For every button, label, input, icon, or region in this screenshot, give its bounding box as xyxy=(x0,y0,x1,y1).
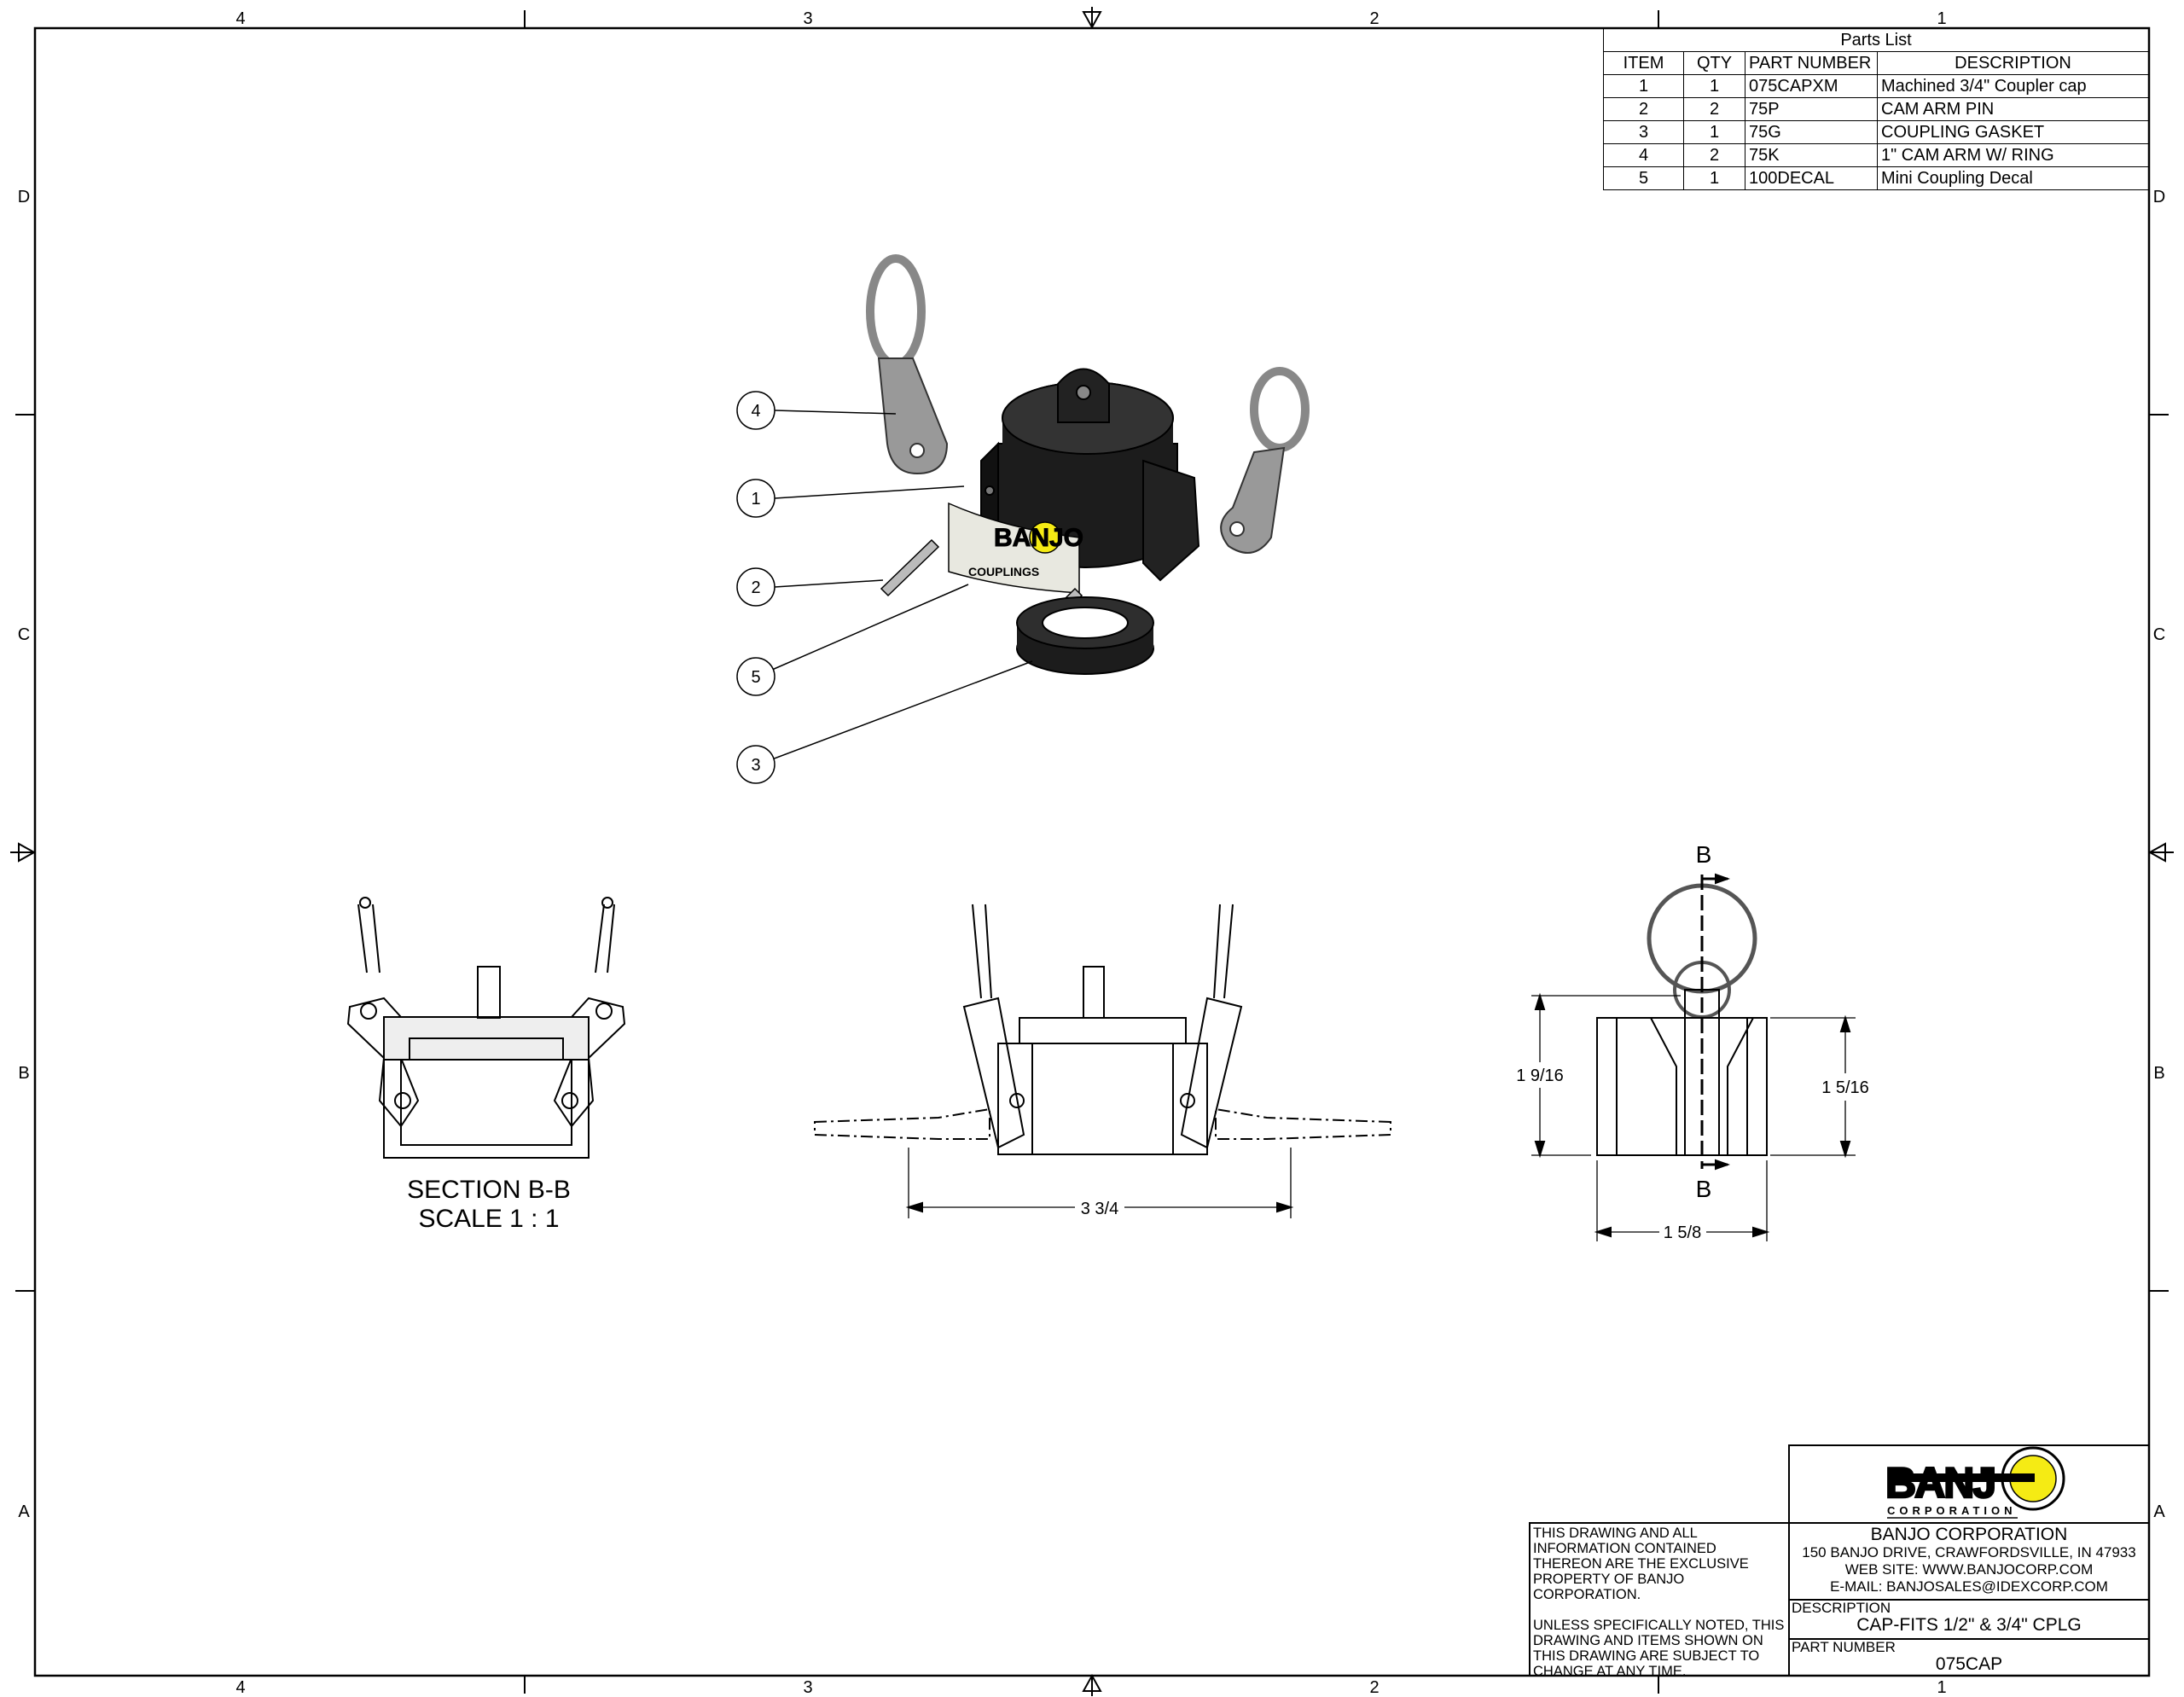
description-box: DESCRIPTION CAP-FITS 1/2" & 3/4" CPLG xyxy=(1788,1599,2150,1640)
svg-text:4: 4 xyxy=(751,402,760,421)
part-number-label: PART NUMBER xyxy=(1792,1639,1896,1655)
svg-text:BANJ: BANJ xyxy=(1885,1459,1995,1507)
side-view xyxy=(1531,873,1856,1241)
section-mark-top: B xyxy=(1696,841,1712,868)
zone-row-c-left: C xyxy=(18,625,30,644)
change-note: UNLESS SPECIFICALLY NOTED, THIS DRAWING … xyxy=(1533,1618,1785,1679)
header-description: DESCRIPTION xyxy=(1877,51,2149,75)
company-name: BANJO CORPORATION xyxy=(1870,1525,2068,1544)
decal-logo-text: BANJO xyxy=(994,524,1083,552)
svg-text:2: 2 xyxy=(751,578,760,597)
balloon-1: 1 xyxy=(736,479,775,518)
zone-row-a-right: A xyxy=(2153,1502,2165,1521)
zone-row-d-left: D xyxy=(18,188,30,206)
description-value: CAP-FITS 1/2" & 3/4" CPLG xyxy=(1856,1615,2082,1635)
dimension-body-height: 1 5/16 xyxy=(1821,1078,1869,1097)
cell-qty: 2 xyxy=(1683,97,1745,121)
cell-part-number: 75K xyxy=(1745,143,1878,167)
zone-col-2-top: 2 xyxy=(1369,9,1379,28)
cell-part-number: 75P xyxy=(1745,97,1878,121)
sheet-border xyxy=(33,26,2151,1677)
banjo-logo: BANJ CORPORATION xyxy=(1885,1446,2065,1519)
cell-qty: 2 xyxy=(1683,143,1745,167)
zone-ticks xyxy=(10,7,2174,1696)
cell-item: 5 xyxy=(1603,166,1684,190)
company-info-box: BANJO CORPORATION 150 BANJO DRIVE, CRAWF… xyxy=(1788,1522,2150,1601)
zone-col-1-bottom: 1 xyxy=(1937,1678,1946,1697)
cell-description: COUPLING GASKET xyxy=(1877,120,2149,144)
zone-col-4-bottom: 4 xyxy=(235,1678,245,1697)
dimension-side-width: 1 5/8 xyxy=(1664,1223,1701,1242)
parts-list-header: ITEM QTY PART NUMBER DESCRIPTION xyxy=(1603,51,2149,75)
zone-col-3-bottom: 3 xyxy=(803,1678,812,1697)
zone-col-1-top: 1 xyxy=(1937,9,1946,28)
section-scale: SCALE 1 : 1 xyxy=(418,1205,559,1233)
parts-list-table: Parts List ITEM QTY PART NUMBER DESCRIPT… xyxy=(1603,28,2149,190)
dimension-overall-height: 1 9/16 xyxy=(1516,1066,1564,1085)
svg-text:CORPORATION: CORPORATION xyxy=(1887,1504,2017,1517)
cell-part-number: 075CAPXM xyxy=(1745,74,1878,98)
company-address: 150 BANJO DRIVE, CRAWFORDSVILLE, IN 4793… xyxy=(1802,1544,2136,1560)
cell-description: Machined 3/4" Coupler cap xyxy=(1877,74,2149,98)
cell-item: 1 xyxy=(1603,74,1684,98)
zone-row-d-right: D xyxy=(2153,188,2165,206)
zone-col-2-bottom: 2 xyxy=(1369,1678,1379,1697)
header-part-number: PART NUMBER xyxy=(1745,51,1878,75)
cell-description: 1" CAM ARM W/ RING xyxy=(1877,143,2149,167)
section-mark-bottom: B xyxy=(1696,1176,1712,1202)
section-title: SECTION B-B xyxy=(407,1176,571,1204)
parts-list-title: Parts List xyxy=(1603,28,2149,52)
zone-col-3-top: 3 xyxy=(803,9,812,28)
front-view xyxy=(814,904,1391,1218)
cam-arm-left xyxy=(866,254,949,475)
svg-text:5: 5 xyxy=(751,668,760,687)
cell-item: 3 xyxy=(1603,120,1684,144)
decal-sub-text: COUPLINGS xyxy=(968,565,1039,578)
balloon-5: 5 xyxy=(736,657,775,696)
header-qty: QTY xyxy=(1683,51,1745,75)
notes-box: THIS DRAWING AND ALL INFORMATION CONTAIN… xyxy=(1529,1522,1790,1679)
zone-row-c-right: C xyxy=(2153,625,2165,644)
svg-text:3: 3 xyxy=(751,756,760,775)
cell-description: Mini Coupling Decal xyxy=(1877,166,2149,190)
balloon-4: 4 xyxy=(736,391,775,430)
cell-qty: 1 xyxy=(1683,166,1745,190)
part-number-box: PART NUMBER 075CAP xyxy=(1788,1638,2150,1677)
header-item: ITEM xyxy=(1603,51,1684,75)
zone-row-a-left: A xyxy=(18,1502,30,1521)
cell-part-number: 75G xyxy=(1745,120,1878,144)
zone-row-b-left: B xyxy=(18,1064,29,1083)
isometric-exploded-view: BANJO COUPLINGS 4 xyxy=(736,254,1310,784)
company-website: WEB SITE: WWW.BANJOCORP.COM xyxy=(1844,1561,2094,1578)
part-number-value: 075CAP xyxy=(1935,1654,2003,1674)
dimension-width: 3 3/4 xyxy=(1081,1200,1118,1218)
decal: BANJO COUPLINGS xyxy=(948,502,1084,594)
zone-row-b-right: B xyxy=(2153,1064,2164,1083)
logo-box xyxy=(1788,1444,2150,1524)
property-note: THIS DRAWING AND ALL INFORMATION CONTAIN… xyxy=(1533,1526,1749,1602)
description-label: DESCRIPTION xyxy=(1792,1600,1891,1616)
cam-arm-right xyxy=(1220,367,1310,554)
gasket xyxy=(1016,596,1154,675)
balloon-2: 2 xyxy=(736,567,775,607)
zone-col-4-top: 4 xyxy=(235,9,245,28)
company-email: E-MAIL: BANJOSALES@IDEXCORP.COM xyxy=(1830,1578,2108,1595)
cell-description: CAM ARM PIN xyxy=(1877,97,2149,121)
svg-text:1: 1 xyxy=(751,490,760,509)
balloon-3: 3 xyxy=(736,745,775,784)
cell-item: 2 xyxy=(1603,97,1684,121)
section-view xyxy=(346,897,626,1159)
cell-item: 4 xyxy=(1603,143,1684,167)
cell-qty: 1 xyxy=(1683,74,1745,98)
cell-part-number: 100DECAL xyxy=(1745,166,1878,190)
cell-qty: 1 xyxy=(1683,120,1745,144)
